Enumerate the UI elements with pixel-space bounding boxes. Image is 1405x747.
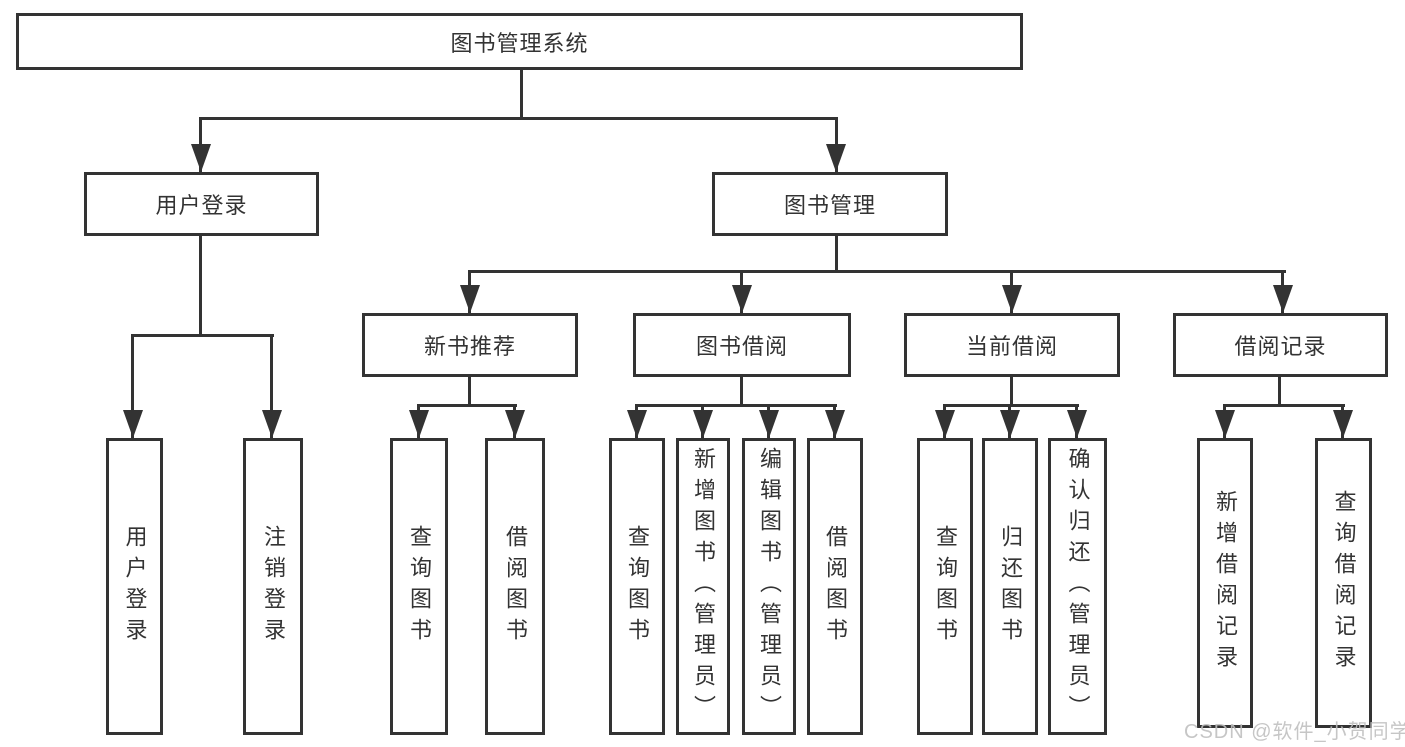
node-label: 用户登录	[122, 524, 148, 649]
connector-line	[1223, 404, 1345, 407]
arrow-down-icon	[191, 144, 211, 172]
node-label: 借阅图书	[823, 524, 848, 649]
arrow-down-icon	[460, 285, 480, 313]
node-label: 编辑图书（管理员）	[757, 447, 782, 726]
csdn-watermark: CSDN @软件_小贺同学	[1184, 721, 1405, 743]
leaf-return-books: 归还图书	[982, 438, 1038, 735]
leaf-add-borrow-record: 新增借阅记录	[1197, 438, 1253, 728]
arrow-down-icon	[1273, 285, 1293, 313]
leaf-query-borrow-record: 查询借阅记录	[1315, 438, 1372, 728]
connector-line	[131, 336, 134, 438]
node-label: 查询图书	[625, 524, 650, 649]
node-label: 图书借阅	[695, 334, 788, 359]
arrow-down-icon	[1215, 410, 1235, 438]
leaf-logout: 注销登录	[243, 438, 303, 735]
node-label: 归还图书	[998, 524, 1023, 649]
node-user-login: 用户登录	[84, 172, 319, 236]
connector-line	[199, 236, 202, 336]
leaf-add-books-admin: 新增图书（管理员）	[676, 438, 730, 735]
node-book-management: 图书管理	[712, 172, 948, 236]
arrow-down-icon	[505, 410, 525, 438]
leaf-edit-books-admin: 编辑图书（管理员）	[742, 438, 796, 735]
connector-line	[1010, 377, 1013, 406]
node-label: 图书管理	[783, 193, 876, 218]
connector-line	[635, 404, 837, 407]
arrow-down-icon	[1000, 410, 1020, 438]
node-label: 新增图书（管理员）	[691, 447, 716, 726]
leaf-confirm-return-admin: 确认归还（管理员）	[1048, 438, 1107, 735]
node-label: 图书管理系统	[450, 30, 589, 56]
connector-line	[1278, 377, 1281, 406]
connector-line	[417, 404, 517, 407]
node-label: 借阅记录	[1234, 334, 1327, 359]
leaf-borrow-books-recommend: 借阅图书	[485, 438, 545, 735]
leaf-borrow-books: 借阅图书	[807, 438, 863, 735]
arrow-down-icon	[935, 410, 955, 438]
node-label: 查询图书	[407, 524, 432, 649]
arrow-down-icon	[409, 410, 429, 438]
leaf-user-login: 用户登录	[106, 438, 163, 735]
leaf-query-books-borrow: 查询图书	[609, 438, 665, 735]
arrow-down-icon	[1333, 410, 1353, 438]
connector-line	[835, 236, 838, 272]
node-label: 查询图书	[933, 524, 958, 649]
connector-line	[520, 70, 523, 119]
arrow-down-icon	[627, 410, 647, 438]
arrow-down-icon	[693, 410, 713, 438]
leaf-query-books-current: 查询图书	[917, 438, 973, 735]
node-library-system: 图书管理系统	[16, 13, 1023, 70]
leaf-query-books-recommend: 查询图书	[390, 438, 448, 735]
node-label: 注销登录	[261, 524, 286, 649]
arrow-down-icon	[826, 144, 846, 172]
arrow-down-icon	[759, 410, 779, 438]
arrow-down-icon	[825, 410, 845, 438]
connector-line	[131, 334, 274, 337]
connector-line	[270, 336, 273, 438]
node-book-borrowing: 图书借阅	[633, 313, 851, 377]
connector-line	[468, 377, 471, 406]
arrow-down-icon	[732, 285, 752, 313]
node-label: 新书推荐	[423, 334, 516, 359]
arrow-down-icon	[1067, 410, 1087, 438]
node-current-borrowing: 当前借阅	[904, 313, 1120, 377]
connector-line	[199, 117, 838, 120]
node-borrowing-records: 借阅记录	[1173, 313, 1388, 377]
arrow-down-icon	[262, 410, 282, 438]
node-label: 新增借阅记录	[1213, 490, 1238, 676]
connector-line	[943, 404, 1079, 407]
node-label: 查询借阅记录	[1331, 490, 1357, 676]
node-label: 确认归还（管理员）	[1065, 447, 1091, 726]
node-label: 当前借阅	[965, 334, 1058, 359]
node-new-book-recommend: 新书推荐	[362, 313, 578, 377]
arrow-down-icon	[123, 410, 143, 438]
connector-line	[468, 270, 1286, 273]
node-label: 借阅图书	[503, 524, 528, 649]
arrow-down-icon	[1002, 285, 1022, 313]
node-label: 用户登录	[155, 193, 248, 218]
connector-line	[740, 377, 743, 406]
